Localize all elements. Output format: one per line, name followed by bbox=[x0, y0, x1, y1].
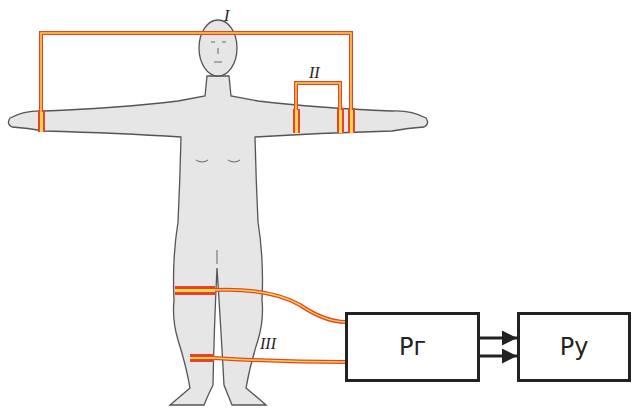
device-block: Рг bbox=[345, 312, 480, 382]
human-head bbox=[199, 20, 237, 76]
block-label: Рг bbox=[399, 333, 426, 361]
device-block: Ру bbox=[517, 312, 631, 382]
lead-wire bbox=[214, 358, 346, 362]
lead-wire bbox=[215, 290, 346, 322]
block-label: Ру bbox=[560, 333, 589, 361]
signal-arrow bbox=[480, 355, 517, 358]
lead-bracket bbox=[296, 83, 340, 110]
lead-wire bbox=[215, 290, 346, 322]
lead-number: III bbox=[260, 336, 276, 352]
lead-bracket bbox=[41, 33, 351, 112]
lead-wire bbox=[214, 358, 346, 362]
electrodes bbox=[38, 108, 355, 362]
lead-number: II bbox=[309, 65, 320, 81]
signal-arrow bbox=[480, 337, 517, 340]
lead-bracket bbox=[296, 83, 340, 110]
lead-bracket bbox=[41, 33, 351, 112]
face-details bbox=[196, 42, 240, 264]
lead-number: I bbox=[224, 8, 229, 24]
